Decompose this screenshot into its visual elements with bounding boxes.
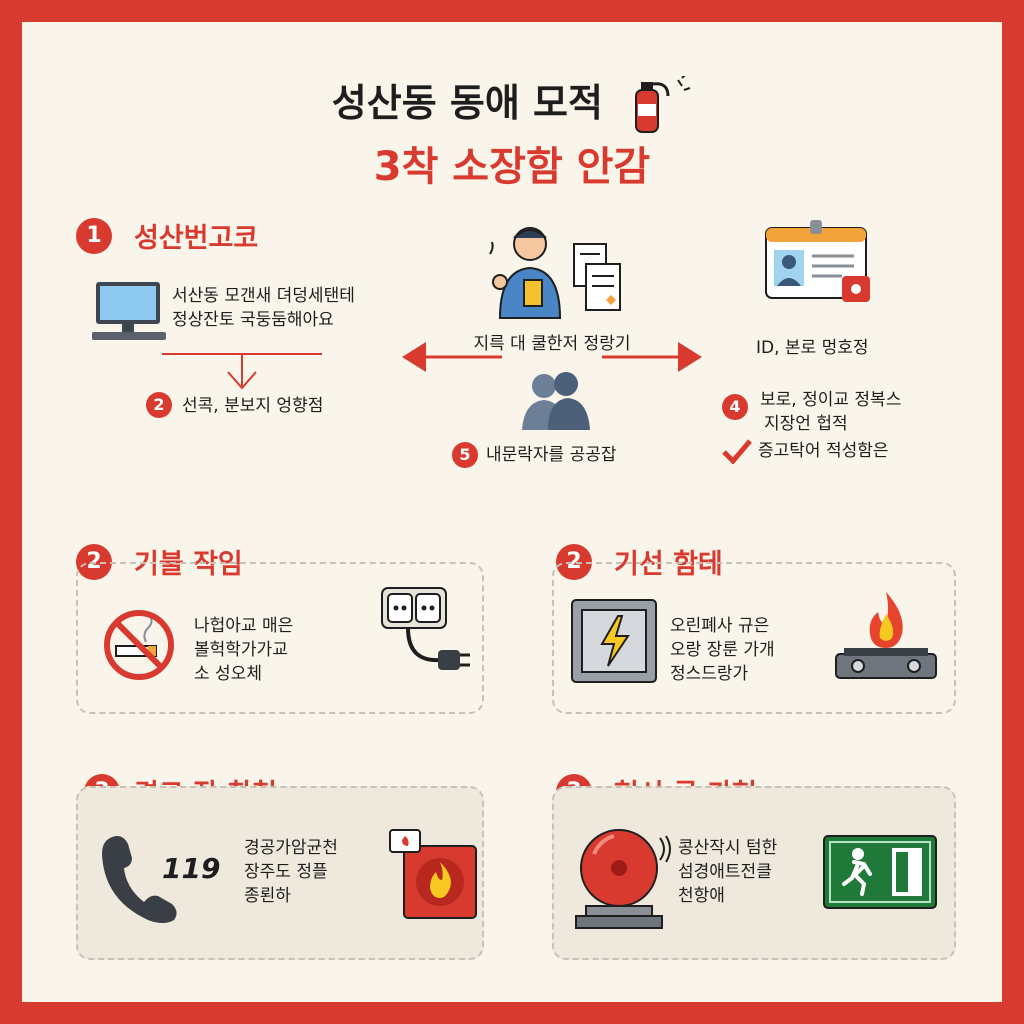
- section3b-line-3: 천항애: [678, 886, 725, 906]
- section2b-box: 오린폐사 규은 오랑 장룬 가개 정스드랑가: [552, 562, 956, 714]
- computer-icon: [92, 282, 166, 340]
- exit-sign-icon: [823, 835, 937, 909]
- section3b-box: 콩산작시 텀한 섬경애트전클 천항애: [552, 786, 956, 960]
- section1-number: 1: [76, 218, 112, 254]
- title-line-1: 성산동 동애 모적: [22, 72, 1002, 136]
- step4-line-1: 보로, 정이교 정복스: [760, 390, 902, 410]
- section3b-line-2: 섬경애트전클: [678, 862, 772, 882]
- no-smoking-icon: [104, 610, 174, 680]
- section2b-text: 오린폐사 규은 오랑 장룬 가개 정스드랑가: [670, 614, 775, 686]
- step2-text: 선콕, 분보지 엉향점: [182, 396, 324, 416]
- section3a-text: 경공가암균천 장주도 정플 종뢴하: [244, 836, 338, 908]
- phone-number: 119: [162, 852, 221, 885]
- section2b-line-2: 오랑 장룬 가개: [670, 640, 775, 660]
- section2b-line-3: 정스드랑가: [670, 664, 749, 684]
- id-card-icon: [765, 220, 870, 302]
- checkmark-icon: [722, 439, 752, 464]
- alarm-bell-icon: [575, 829, 663, 929]
- step2-number: 2: [146, 392, 172, 418]
- step5-text: 내문락자를 공공잡: [486, 445, 617, 465]
- check-text: 증고탁어 적성함은: [758, 441, 889, 461]
- electric-panel-icon: [571, 599, 657, 683]
- people-icon: [522, 372, 590, 430]
- section1-heading: 성산번고코: [134, 223, 259, 254]
- section2a-heading: 기불 작임: [134, 549, 243, 580]
- step4-number: 4: [722, 394, 748, 420]
- id-text: ID, 본로 멍호정: [756, 338, 869, 358]
- step4-text: 보로, 정이교 정복스 지장언 헙적: [760, 388, 901, 436]
- section2b-line-1: 오린폐사 규은: [670, 616, 770, 636]
- fire-extinguisher-icon: [635, 72, 691, 133]
- section2b-heading: 기선 함테: [614, 549, 723, 580]
- poster: 성산동 동애 모적 3착 소장함 안감 1 성산번고코 서산동 모갠새 뎌덩세탠…: [22, 22, 1002, 1002]
- section2a-text: 나헙아교 매은 볼헉학가가교 소 성오체: [194, 614, 293, 686]
- section3a-box: 119 경공가암균천 장주도 정플 종뢴하: [76, 786, 484, 960]
- section3a-line-3: 종뢴하: [244, 886, 291, 906]
- section2a-line-3: 소 성오체: [194, 664, 262, 684]
- title-line-1-text: 성산동 동애 모적: [331, 81, 603, 125]
- center-text: 지륵 대 쿨한저 정랑기: [473, 334, 631, 354]
- section1-computer-line-2: 정상잔토 국둥둠해아요: [172, 310, 334, 330]
- title-line-2: 3착 소장함 안감: [373, 144, 651, 190]
- down-arrow-icon: [162, 353, 322, 390]
- sound-waves-icon: [659, 835, 671, 863]
- gas-stove-icon: [835, 592, 937, 679]
- fire-alarm-icon: [389, 829, 477, 919]
- section3b-text: 콩산작시 텀한 섬경애트전클 천항애: [678, 836, 777, 908]
- step4-line-2: 지장언 헙적: [764, 414, 848, 434]
- section1-computer-line-1: 서산동 모갠새 뎌덩세탠테: [172, 286, 355, 306]
- power-outlet-icon: [381, 587, 470, 670]
- section3a-line-1: 경공가암균천: [244, 838, 338, 858]
- step5-number: 5: [452, 442, 478, 468]
- section2a-line-1: 나헙아교 매은: [194, 616, 294, 636]
- section2a-line-2: 볼헉학가가교: [194, 640, 288, 660]
- section2a-box: 나헙아교 매은 볼헉학가가교 소 성오체: [76, 562, 484, 714]
- section1-computer-text: 서산동 모갠새 뎌덩세탠테 정상잔토 국둥둠해아요: [172, 284, 355, 332]
- left-right-arrows-icon: [402, 342, 702, 372]
- section3b-line-1: 콩산작시 텀한: [678, 838, 778, 858]
- phone-icon: [102, 836, 177, 923]
- section3a-line-2: 장주도 정플: [244, 862, 328, 882]
- staff-icon: [489, 227, 621, 319]
